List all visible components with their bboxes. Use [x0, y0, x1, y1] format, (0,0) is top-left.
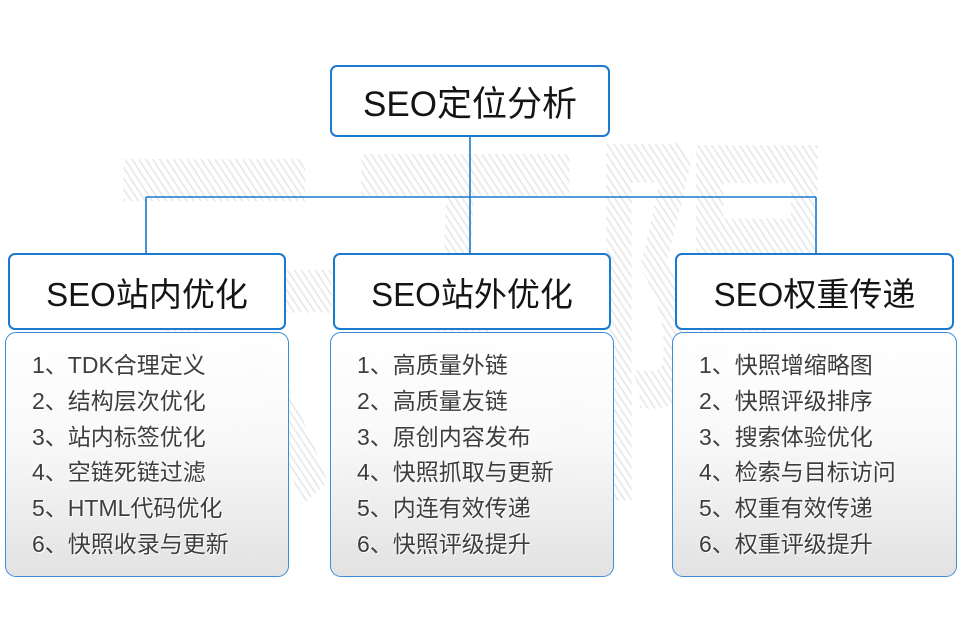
list-item: 2、结构层次优化 [32, 387, 206, 414]
list-item: 4、检索与目标访问 [699, 459, 896, 486]
list-item: 6、权重评级提升 [699, 530, 873, 557]
list-item: 5、权重有效传递 [699, 495, 873, 522]
header-node-title: SEO站外优化 [371, 275, 573, 313]
list-item: 6、快照评级提升 [357, 530, 531, 557]
header-node-title: SEO权重传递 [713, 275, 916, 313]
header-node-weight: SEO权重传递 [675, 253, 954, 330]
list-item: 4、空链死链过滤 [32, 459, 206, 486]
list-item: 1、高质量外链 [357, 352, 508, 378]
list-item: 3、站内标签优化 [32, 423, 206, 450]
list-panel-weight: 1、快照增缩略图 2、快照评级排序 3、搜索体验优化 4、检索与目标访问 5、权… [672, 332, 957, 577]
header-node-onsite: SEO站内优化 [8, 253, 286, 330]
list-item: 1、TDK合理定义 [32, 352, 206, 378]
list-item: 3、原创内容发布 [357, 423, 531, 450]
list-item: 5、内连有效传递 [357, 495, 531, 522]
header-node-offsite: SEO站外优化 [333, 253, 611, 330]
list-panel-onsite: 1、TDK合理定义 2、结构层次优化 3、站内标签优化 4、空链死链过滤 5、H… [5, 332, 289, 577]
list-item: 6、快照收录与更新 [32, 530, 229, 557]
root-node-seo-positioning: SEO定位分析 [330, 65, 610, 137]
list-item: 2、快照评级排序 [699, 387, 873, 414]
list-item: 2、高质量友链 [357, 387, 508, 414]
list-item: 5、HTML代码优化 [32, 495, 223, 522]
list-panel-offsite: 1、高质量外链 2、高质量友链 3、原创内容发布 4、快照抓取与更新 5、内连有… [330, 332, 614, 577]
root-node-title: SEO定位分析 [363, 84, 577, 124]
list-item: 1、快照增缩略图 [699, 352, 873, 378]
list-item: 4、快照抓取与更新 [357, 459, 554, 486]
header-node-title: SEO站内优化 [46, 275, 248, 313]
list-item: 3、搜索体验优化 [699, 423, 873, 450]
